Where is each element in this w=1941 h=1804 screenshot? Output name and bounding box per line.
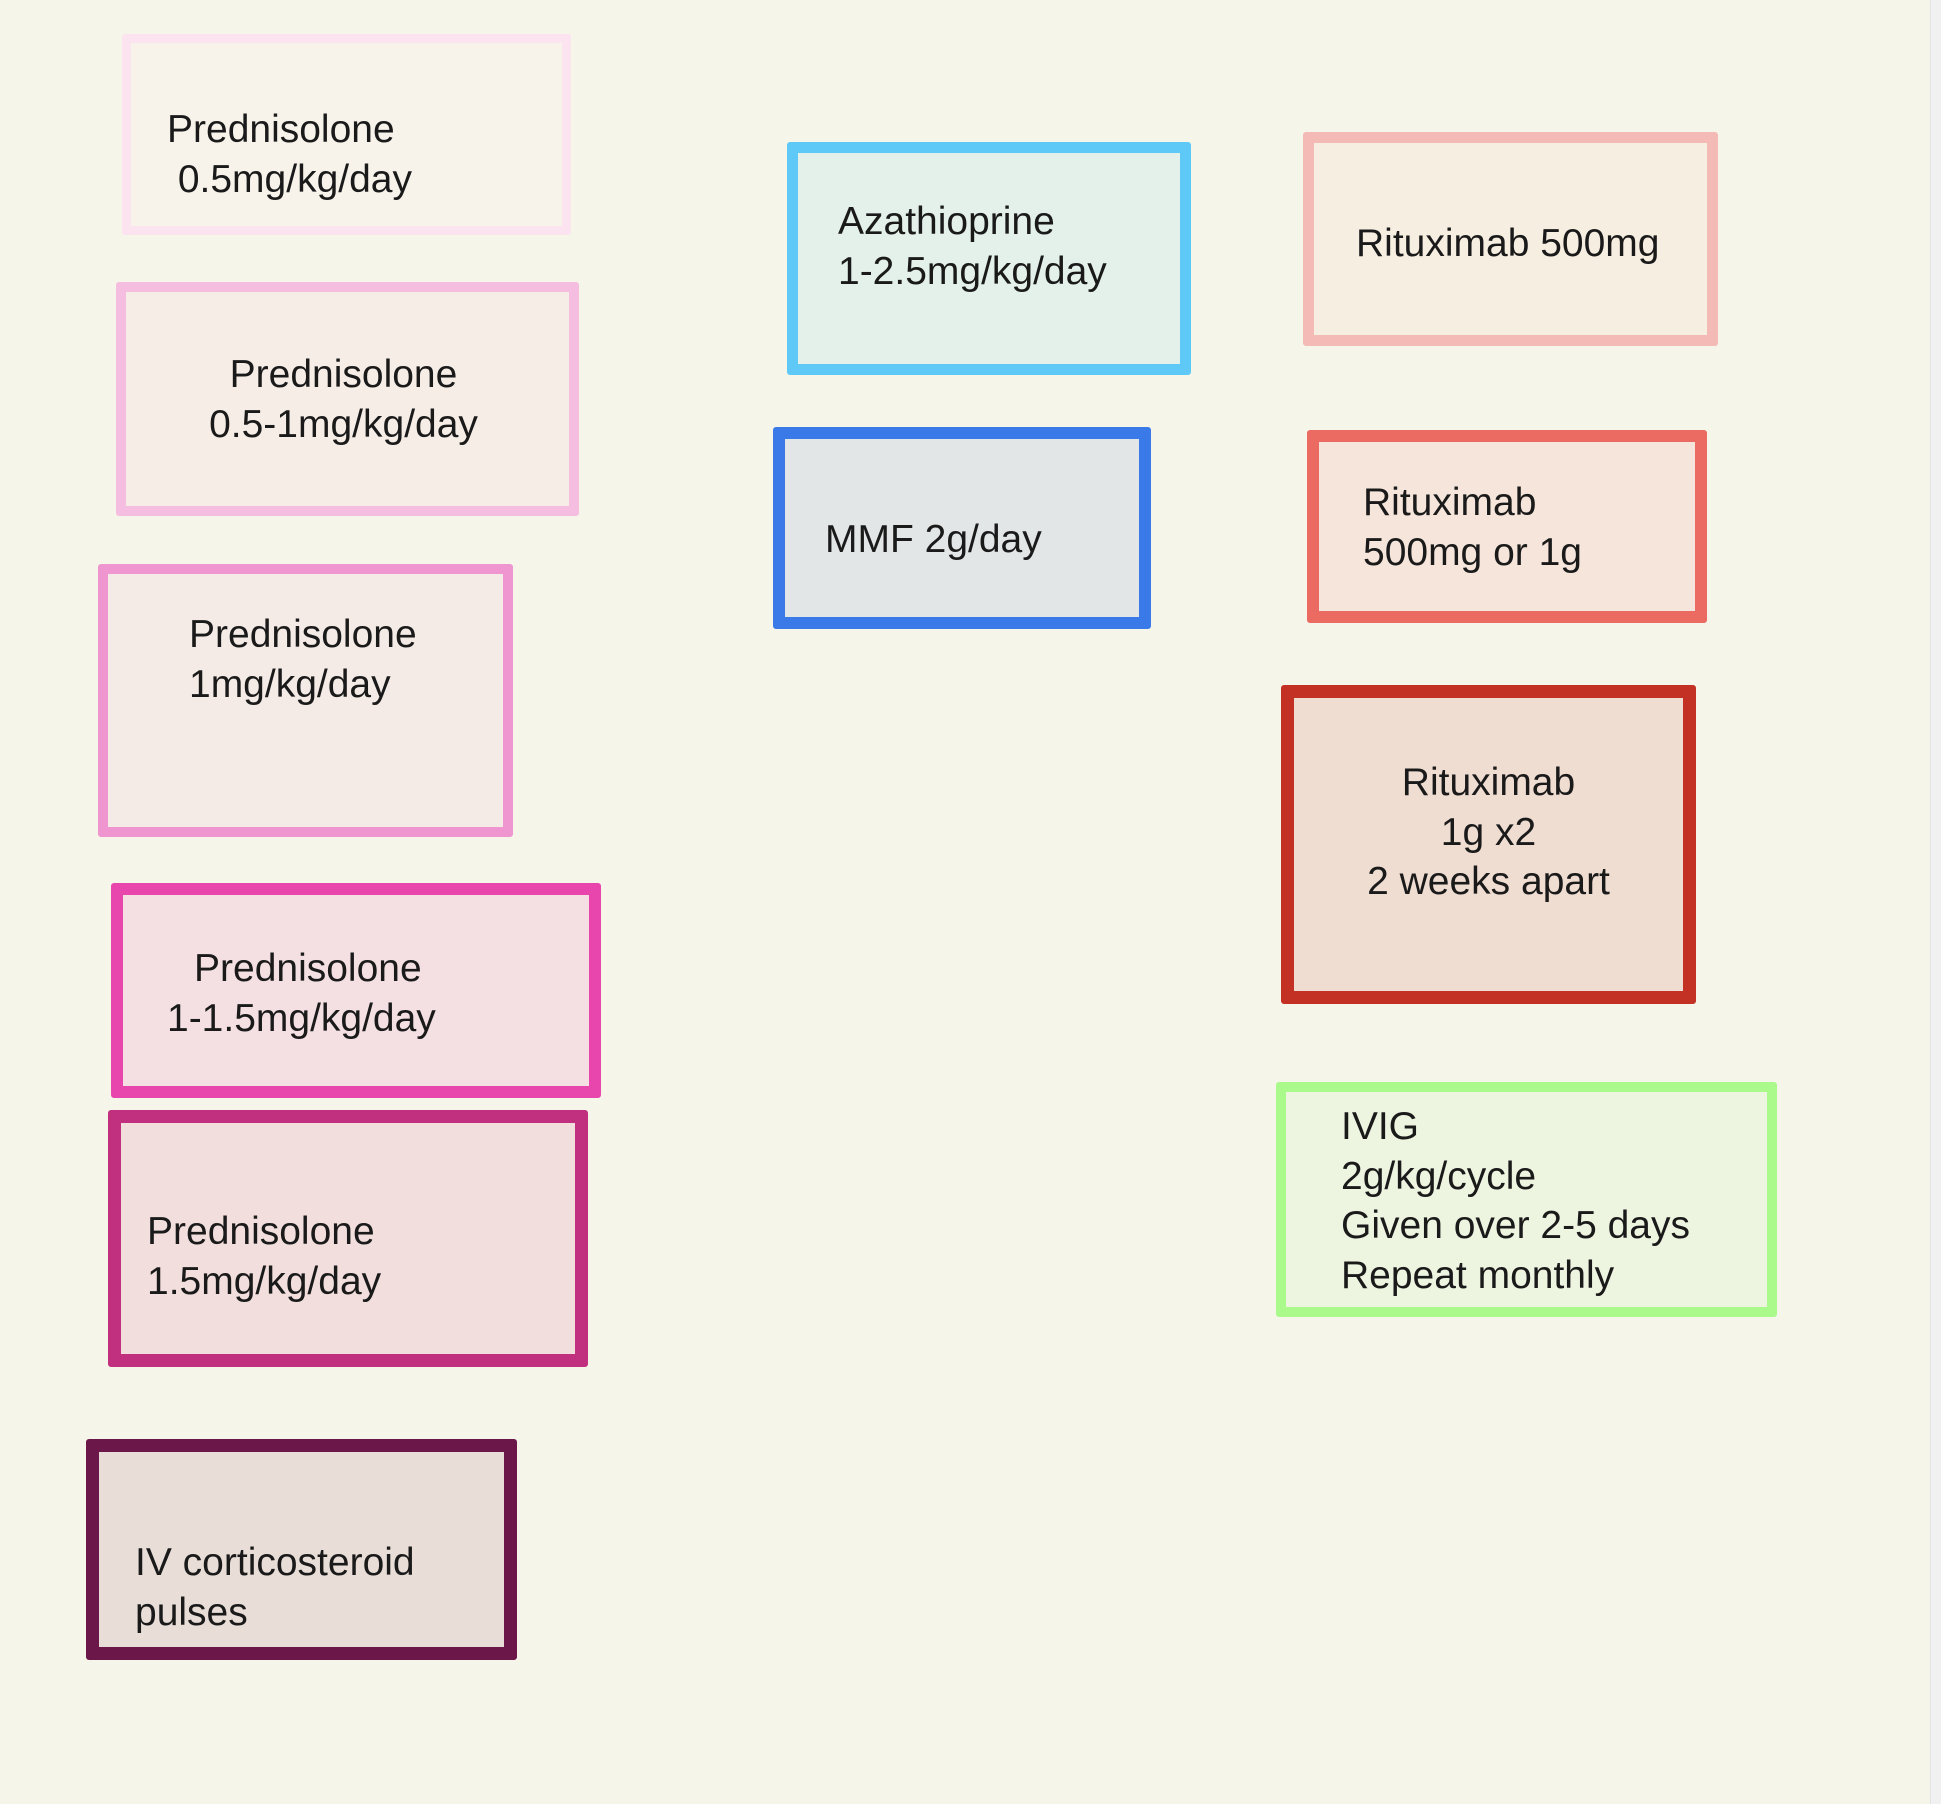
box-line: Rituximab xyxy=(1363,481,1537,524)
box-line: Prednisolone xyxy=(189,613,417,656)
box-line: Given over 2-5 days xyxy=(1341,1204,1691,1247)
box-prednisolone-0-5-to-1: Prednisolone 0.5-1mg/kg/day xyxy=(116,282,579,516)
box-prednisolone-1-5: Prednisolone 1.5mg/kg/day xyxy=(108,1110,588,1367)
box-line: Prednisolone xyxy=(229,353,458,396)
box-line: 0.5-1mg/kg/day xyxy=(209,402,478,446)
box-prednisolone-0-5: Prednisolone 0.5mg/kg/day xyxy=(122,34,571,235)
box-line: 500mg or 1g xyxy=(1363,530,1582,574)
box-line: 1.5mg/kg/day xyxy=(147,1259,382,1303)
box-iv-corticosteroid-pulses: IV corticosteroid pulses xyxy=(86,1439,517,1660)
box-line: 0.5mg/kg/day xyxy=(167,157,412,201)
box-line: Prednisolone xyxy=(167,108,395,151)
box-line: pulses xyxy=(135,1590,248,1634)
box-ivig: IVIG 2g/kg/cycle Given over 2-5 days Rep… xyxy=(1276,1082,1777,1317)
box-line: Rituximab xyxy=(1401,761,1576,804)
box-line: 1-2.5mg/kg/day xyxy=(838,249,1107,293)
box-line: Prednisolone xyxy=(147,1210,375,1253)
box-mmf: MMF 2g/day xyxy=(773,427,1151,629)
box-line: IV corticosteroid xyxy=(135,1541,415,1584)
box-line: 2 weeks apart xyxy=(1367,860,1610,903)
box-line: 1-1.5mg/kg/day xyxy=(167,996,436,1040)
box-prednisolone-1: Prednisolone 1mg/kg/day xyxy=(98,564,513,837)
box-line: Azathioprine xyxy=(838,200,1055,243)
box-rituximab-500mg-or-1g: Rituximab 500mg or 1g xyxy=(1307,430,1707,623)
box-line: 2g/kg/cycle xyxy=(1341,1154,1537,1198)
box-line: MMF 2g/day xyxy=(825,518,1042,561)
box-rituximab-1g-x2: Rituximab 1g x2 2 weeks apart xyxy=(1281,685,1696,1004)
box-line: Repeat monthly xyxy=(1341,1253,1615,1297)
box-line: 1mg/kg/day xyxy=(189,662,391,706)
box-line: Prednisolone xyxy=(194,947,422,990)
box-line: Rituximab 500mg xyxy=(1356,222,1660,265)
box-prednisolone-1-to-1-5: Prednisolone 1-1.5mg/kg/day xyxy=(111,883,601,1098)
box-line: IVIG xyxy=(1341,1105,1420,1148)
box-azathioprine: Azathioprine 1-2.5mg/kg/day xyxy=(787,142,1191,375)
box-rituximab-500mg: Rituximab 500mg xyxy=(1303,132,1718,346)
scrollbar-track xyxy=(1930,0,1941,1804)
box-line: 1g x2 xyxy=(1440,810,1537,854)
